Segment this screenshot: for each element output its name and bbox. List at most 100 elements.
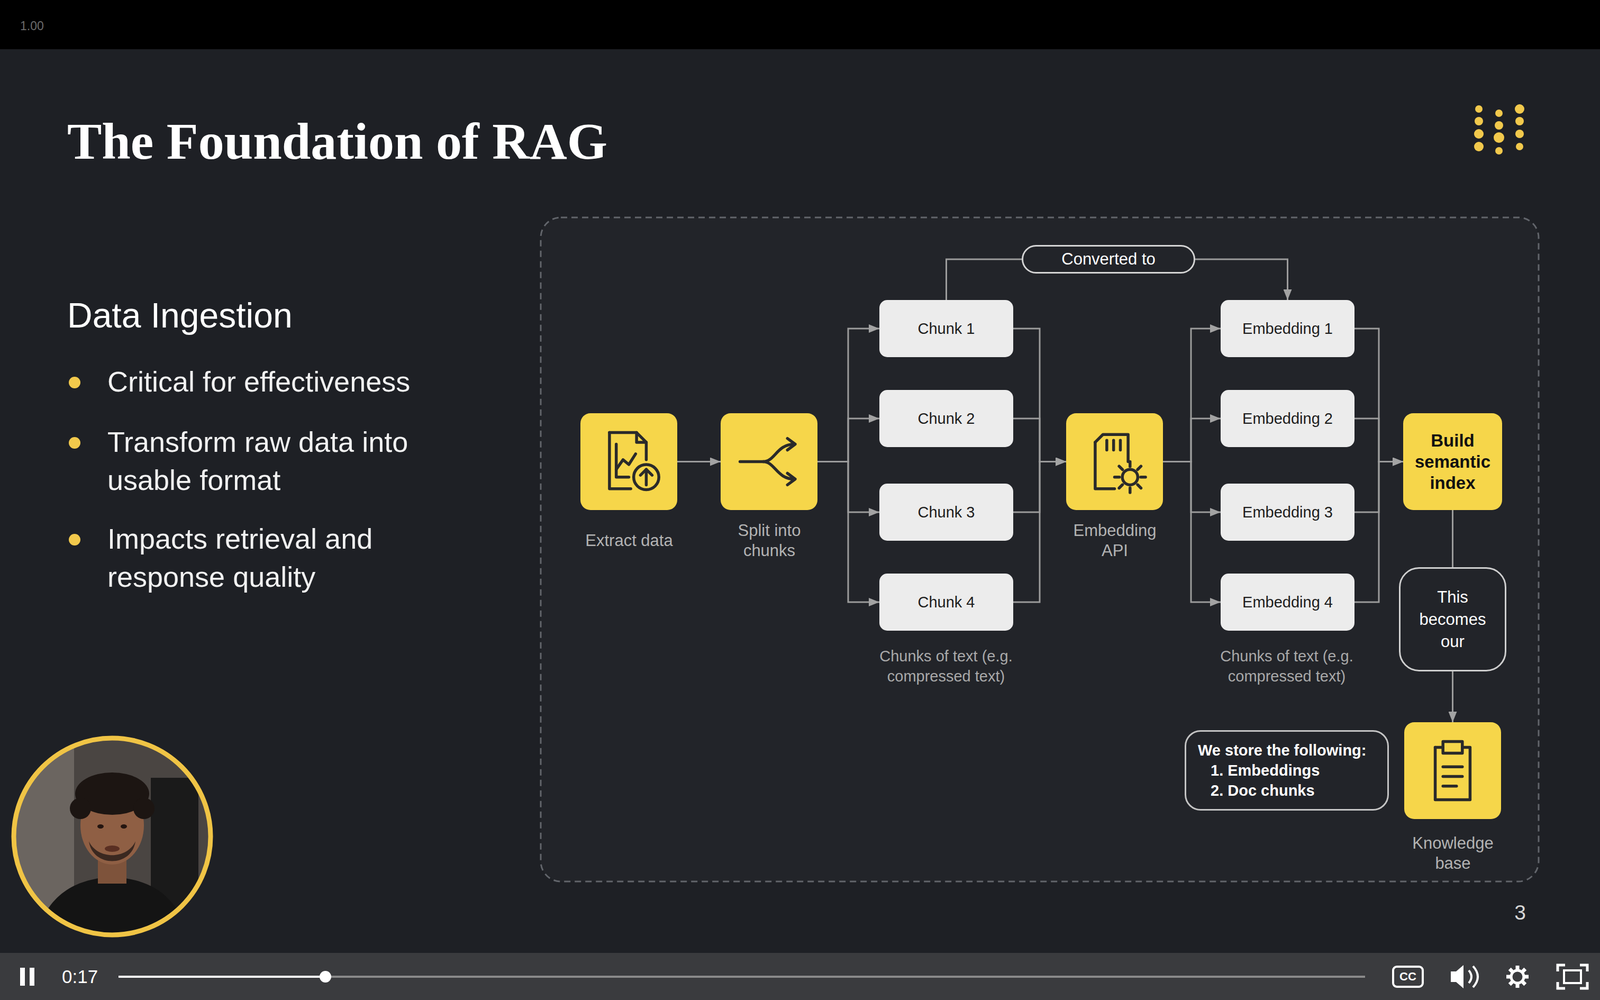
section-heading: Data Ingestion <box>67 294 544 337</box>
column-caption-box: Chunks of text (e.g. compressed text) <box>1207 646 1367 687</box>
process-box: Embedding 1 <box>1220 300 1355 358</box>
note-box: This becomes our <box>1398 567 1507 672</box>
icon-stroke <box>1435 747 1471 800</box>
logo-dot <box>1495 147 1503 155</box>
node-caption: Extract data <box>576 530 683 551</box>
process-box: Chunk 3 <box>879 483 1014 541</box>
pause-bar <box>29 967 35 986</box>
icon-stroke <box>1442 741 1463 754</box>
icon-box: Embedding API <box>1066 413 1163 511</box>
page-number-box: 3 <box>1502 899 1538 926</box>
icon-stroke <box>787 438 796 451</box>
webcam-ring <box>13 738 211 935</box>
speed-readout: 1.00 <box>20 17 95 34</box>
label-pill: Converted to <box>1021 244 1196 274</box>
settings-gear <box>1506 965 1529 988</box>
list-item: 1. Embeddings <box>1197 760 1320 781</box>
node-caption-box: Extract data <box>576 530 683 551</box>
connector-arrow <box>1354 418 1404 462</box>
node-text: Embedding 3 <box>1242 502 1333 523</box>
column-caption-box: Chunks of text (e.g. compressed text) <box>866 646 1026 687</box>
speaker <box>1450 965 1464 989</box>
icon-stroke <box>1105 440 1108 450</box>
icon-stroke <box>1114 475 1120 479</box>
top-bar <box>0 0 1600 50</box>
bullet-text: Transform raw data into usable format <box>107 422 457 499</box>
person-eye <box>120 824 127 829</box>
page-number: 3 <box>1502 899 1538 926</box>
icon-stroke <box>636 432 647 443</box>
logo-dot <box>1494 121 1504 130</box>
bullet-text: Critical for effectiveness <box>107 362 457 401</box>
sound-wave <box>1468 970 1472 984</box>
node-caption: Knowledge base <box>1400 833 1506 874</box>
connector-arrow <box>817 418 880 462</box>
speed-readout-box: 1.00 <box>20 17 95 34</box>
gear-ring <box>1511 970 1524 984</box>
logo-dot <box>1474 116 1484 126</box>
node-caption: Embedding API <box>1061 520 1168 561</box>
list-item: 2. Doc chunks <box>1197 780 1315 801</box>
connector-arrow <box>1013 418 1067 462</box>
node-caption: Split into chunks <box>716 520 823 561</box>
icon-stroke <box>1119 466 1123 470</box>
cc-icon <box>1393 966 1423 987</box>
cc-text-box: CC <box>1393 966 1423 987</box>
progress-track <box>118 975 1366 978</box>
process-box: Embedding 2 <box>1220 389 1355 448</box>
icon-stroke <box>1119 484 1123 488</box>
node-text: Embedding 1 <box>1242 318 1333 339</box>
icon-stroke <box>1119 440 1122 450</box>
bullet-dot <box>68 437 81 449</box>
logo-dot <box>1515 142 1524 151</box>
pause-icon <box>20 967 35 986</box>
slide-title: The Foundation of RAG <box>67 110 861 173</box>
pause-bar <box>20 967 25 986</box>
logo-dot <box>1515 116 1524 126</box>
icon-stroke <box>1442 765 1463 768</box>
process-box: Embedding 3 <box>1220 483 1355 541</box>
bullet-text-box: Impacts retrieval and response quality <box>107 519 457 596</box>
control-bar <box>0 952 1600 1000</box>
connector-arrow <box>1162 461 1221 603</box>
icon-stroke <box>787 473 796 485</box>
progress-played <box>118 975 326 978</box>
node-icon <box>1404 722 1502 820</box>
connector-arrow <box>817 328 880 462</box>
node-text: Embedding 4 <box>1242 592 1333 613</box>
logo-dot <box>1495 109 1503 117</box>
progress-knob <box>319 970 332 983</box>
icon-stroke <box>1122 469 1138 485</box>
node-text: Embedding 2 <box>1242 408 1333 429</box>
node-icon <box>1066 413 1163 511</box>
icon-stroke <box>609 432 631 489</box>
connector-arrow <box>1162 418 1221 462</box>
icon-box: Split into chunks <box>720 413 818 511</box>
volume-icon <box>1450 965 1478 989</box>
icon-stroke <box>1128 487 1132 493</box>
node-caption-box: Embedding API <box>1061 520 1168 561</box>
logo-dot <box>1515 129 1524 139</box>
node-text: Chunk 4 <box>917 592 975 613</box>
process-box: Chunk 2 <box>879 389 1014 448</box>
node-text: Build semantic index <box>1408 430 1497 494</box>
connector-arrow <box>1451 671 1454 723</box>
icon-stroke <box>740 460 764 463</box>
node-icon <box>720 413 818 511</box>
icon-stroke <box>1128 461 1132 467</box>
store-note: We store the following:1. Embeddings2. D… <box>1184 730 1389 811</box>
icon-stroke <box>1442 775 1463 778</box>
connector-arrow <box>1013 328 1067 462</box>
node-icon <box>580 413 678 511</box>
icon-stroke <box>1140 475 1146 479</box>
diagram-panel <box>540 217 1539 882</box>
icon-stroke <box>1095 442 1115 489</box>
bullet-text-box: Critical for effectiveness <box>107 362 457 401</box>
logo-dot <box>1475 105 1483 113</box>
icon-box: Extract data <box>580 413 678 511</box>
connector-arrow <box>1451 510 1454 568</box>
time-readout: 0:17 <box>61 965 136 988</box>
node-text: We store the following: <box>1197 740 1367 761</box>
